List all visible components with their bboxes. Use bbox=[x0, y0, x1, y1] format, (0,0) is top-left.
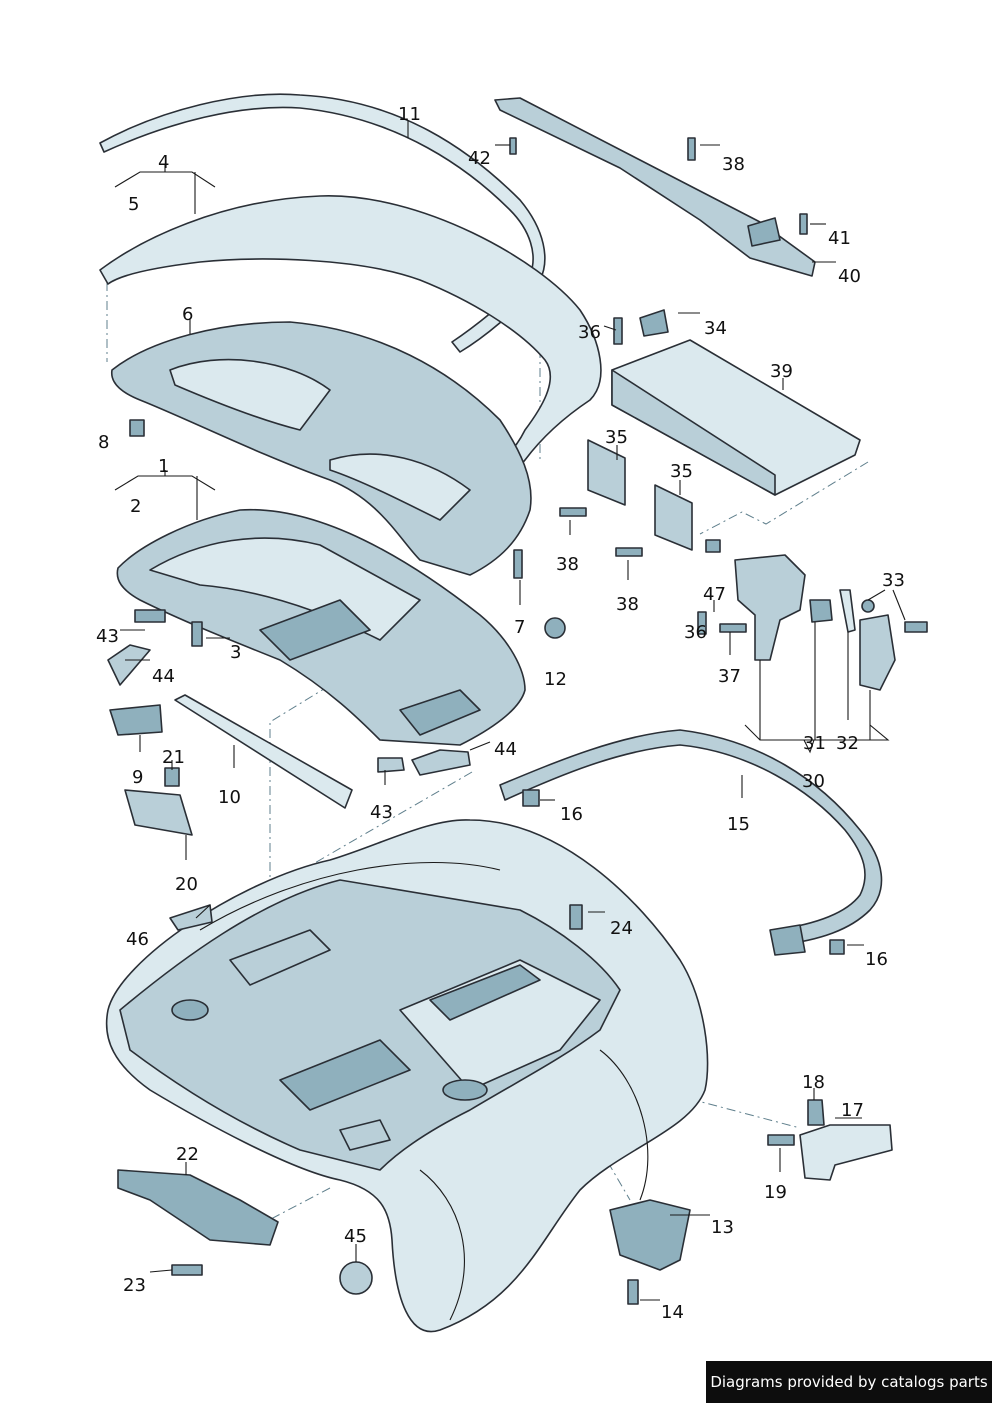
callout-33: 33 bbox=[882, 570, 905, 591]
callout-10: 10 bbox=[218, 787, 241, 808]
leader-lines bbox=[114, 120, 906, 1301]
callout-35-right: 35 bbox=[670, 461, 693, 482]
part-30-hinge bbox=[734, 554, 896, 691]
callout-19: 19 bbox=[764, 1182, 787, 1203]
callout-32: 32 bbox=[836, 733, 859, 754]
attribution-banner: Diagrams provided by catalogs parts bbox=[706, 1361, 992, 1403]
callout-44-right: 44 bbox=[494, 739, 517, 760]
part-35-plates bbox=[587, 439, 693, 551]
callout-11: 11 bbox=[398, 104, 421, 125]
part-22-motor bbox=[117, 1169, 279, 1246]
callout-22: 22 bbox=[176, 1144, 199, 1165]
callout-40: 40 bbox=[838, 266, 861, 287]
callout-15: 15 bbox=[727, 814, 750, 835]
callout-16-top: 16 bbox=[560, 804, 583, 825]
callout-43-left: 43 bbox=[96, 626, 119, 647]
callout-2: 2 bbox=[130, 496, 141, 517]
callout-21: 21 bbox=[162, 747, 185, 768]
callout-37: 37 bbox=[718, 666, 741, 687]
callout-7: 7 bbox=[514, 617, 525, 638]
callout-12: 12 bbox=[544, 669, 567, 690]
attribution-text: Diagrams provided by catalogs parts bbox=[710, 1373, 988, 1391]
callout-14: 14 bbox=[661, 1302, 684, 1323]
callout-4: 4 bbox=[158, 152, 169, 173]
callout-labels: 11 42 38 4 5 41 40 6 36 34 39 8 35 1 35 … bbox=[96, 104, 905, 1323]
callout-46: 46 bbox=[126, 929, 149, 950]
part-6-tray bbox=[111, 321, 532, 576]
callout-38-mid: 38 bbox=[556, 554, 579, 575]
callout-3: 3 bbox=[230, 642, 241, 663]
callout-45: 45 bbox=[344, 1226, 367, 1247]
part-10-strip bbox=[174, 694, 353, 809]
callout-42: 42 bbox=[468, 148, 491, 169]
car-body-rear bbox=[105, 819, 709, 1333]
part-39-cover bbox=[611, 339, 861, 496]
part-17-bracket bbox=[799, 1099, 893, 1181]
callout-43-right: 43 bbox=[370, 802, 393, 823]
callout-31: 31 bbox=[803, 733, 826, 754]
callout-36-mid: 36 bbox=[684, 622, 707, 643]
callout-16-bottom: 16 bbox=[865, 949, 888, 970]
callout-35-left: 35 bbox=[605, 427, 628, 448]
part-13-hinge bbox=[609, 1199, 691, 1271]
part-11-frame bbox=[99, 93, 546, 353]
callout-36-top: 36 bbox=[578, 322, 601, 343]
callout-47: 47 bbox=[703, 584, 726, 605]
callout-20: 20 bbox=[175, 874, 198, 895]
callout-23: 23 bbox=[123, 1275, 146, 1296]
callout-17: 17 bbox=[841, 1100, 864, 1121]
callout-13: 13 bbox=[711, 1217, 734, 1238]
callout-24: 24 bbox=[610, 918, 633, 939]
callout-38-low: 38 bbox=[616, 594, 639, 615]
part-1-tub bbox=[116, 508, 526, 746]
callout-5: 5 bbox=[128, 194, 139, 215]
callout-6: 6 bbox=[182, 304, 193, 325]
callout-44-left: 44 bbox=[152, 666, 175, 687]
callout-41: 41 bbox=[828, 228, 851, 249]
callout-39: 39 bbox=[770, 361, 793, 382]
callout-34: 34 bbox=[704, 318, 727, 339]
callout-9: 9 bbox=[132, 767, 143, 788]
part-15-seal bbox=[499, 729, 883, 956]
callout-30: 30 bbox=[802, 771, 825, 792]
callout-38-top: 38 bbox=[722, 154, 745, 175]
callout-8: 8 bbox=[98, 432, 109, 453]
callout-18: 18 bbox=[802, 1072, 825, 1093]
part-40-bracket bbox=[494, 97, 816, 277]
callout-1: 1 bbox=[158, 456, 169, 477]
